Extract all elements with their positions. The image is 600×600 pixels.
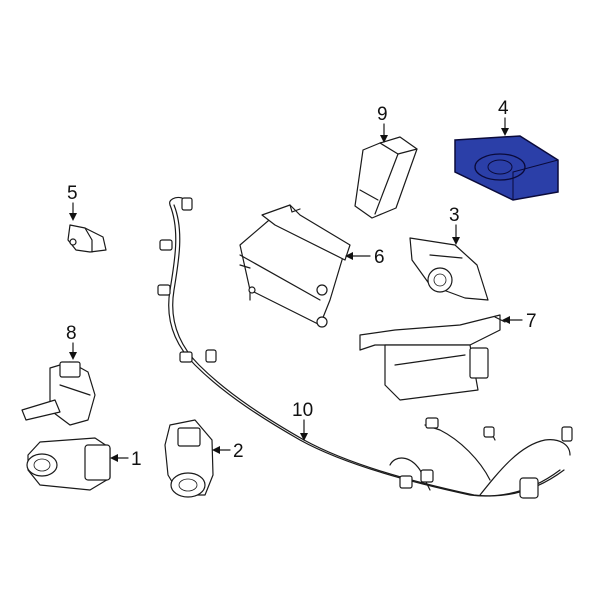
- callout-5: 5: [67, 183, 78, 204]
- part-10-wiring-harness[interactable]: [157, 196, 573, 499]
- callout-8: 8: [66, 323, 77, 344]
- callout-1: 1: [131, 449, 142, 470]
- leader-lines: [69, 117, 523, 462]
- part-4-sensor-cover[interactable]: [454, 135, 559, 201]
- callout-10: 10: [292, 400, 313, 421]
- callout-2: 2: [233, 441, 244, 462]
- part-5-bracket[interactable]: [67, 224, 107, 253]
- callout-3: 3: [449, 205, 460, 226]
- part-6-control-module[interactable]: [239, 204, 351, 328]
- callout-7: 7: [526, 311, 537, 332]
- part-8-sensor[interactable]: [21, 361, 96, 426]
- part-3-sensor-bracket[interactable]: [409, 237, 489, 301]
- callout-labels: 1 2 3 4 5 6 7 8 9 10: [66, 98, 537, 470]
- callout-9: 9: [377, 104, 388, 125]
- part-9-module[interactable]: [354, 136, 418, 219]
- part-2-parking-sensor[interactable]: [164, 419, 214, 498]
- callout-6: 6: [374, 247, 385, 268]
- part-1-parking-sensor[interactable]: [26, 437, 111, 491]
- part-7-module[interactable]: [359, 314, 506, 401]
- callout-4: 4: [498, 98, 509, 119]
